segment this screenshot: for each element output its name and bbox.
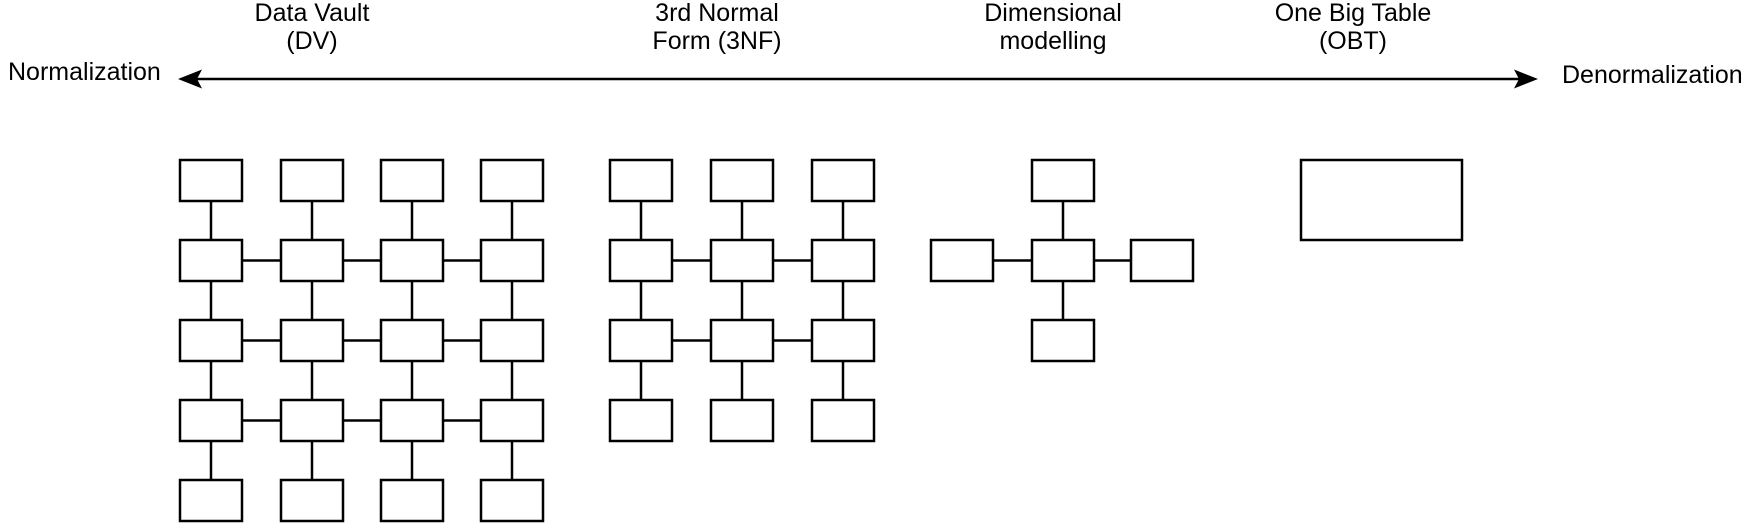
table-box [608,158,674,203]
spectrum-arrow [178,69,1538,89]
table-box [479,478,545,523]
table-box [479,238,545,283]
label-line-1: One Big Table [1274,0,1432,27]
table-box [709,398,775,443]
table-box [608,398,674,443]
dimensional-model-diagram [929,158,1195,363]
table-box [810,238,876,283]
table-box [379,398,445,443]
label-third-normal-form: 3rd Normal Form (3NF) [652,0,781,55]
table-box [1030,238,1096,283]
table-box [479,158,545,203]
table-box [279,398,345,443]
table-box [379,478,445,523]
label-line-2: modelling [999,27,1107,55]
table-box [279,478,345,523]
table-box [479,398,545,443]
data-vault-diagram [178,158,545,523]
table-box [608,238,674,283]
label-data-vault: Data Vault (DV) [255,0,370,55]
table-box [379,238,445,283]
third-normal-form-diagram [608,158,876,443]
table-box [279,158,345,203]
table-box [178,478,244,523]
label-line-1: Dimensional [984,0,1122,27]
table-box [279,318,345,363]
arrowhead-right [1514,69,1538,89]
label-dimensional-modelling: Dimensional modelling [984,0,1122,55]
table-box [1129,238,1195,283]
label-line-2: Form (3NF) [652,27,782,55]
table-box [178,158,244,203]
table-box [379,318,445,363]
table-box [178,238,244,283]
table-box [709,318,775,363]
table-box [810,398,876,443]
axis-right-label: Denormalization [1562,61,1742,89]
table-box [929,238,995,283]
table-box [178,398,244,443]
label-one-big-table: One Big Table (OBT) [1275,0,1432,55]
label-line-2: (OBT) [1318,27,1388,55]
label-line-1: Data Vault [254,0,370,27]
table-box [709,158,775,203]
table-box [479,318,545,363]
axis-left-label: Normalization [8,58,161,86]
label-line-2: (DV) [286,27,338,55]
one-big-table-diagram [1299,158,1464,242]
table-box [1030,158,1096,203]
table-box [709,238,775,283]
label-line-1: 3rd Normal [655,0,779,27]
table-box [608,318,674,363]
table-box [810,158,876,203]
table-box [1030,318,1096,363]
table-box [379,158,445,203]
table-box [1299,158,1464,242]
arrowhead-left [178,69,202,89]
table-box [279,238,345,283]
table-box [178,318,244,363]
table-box [810,318,876,363]
